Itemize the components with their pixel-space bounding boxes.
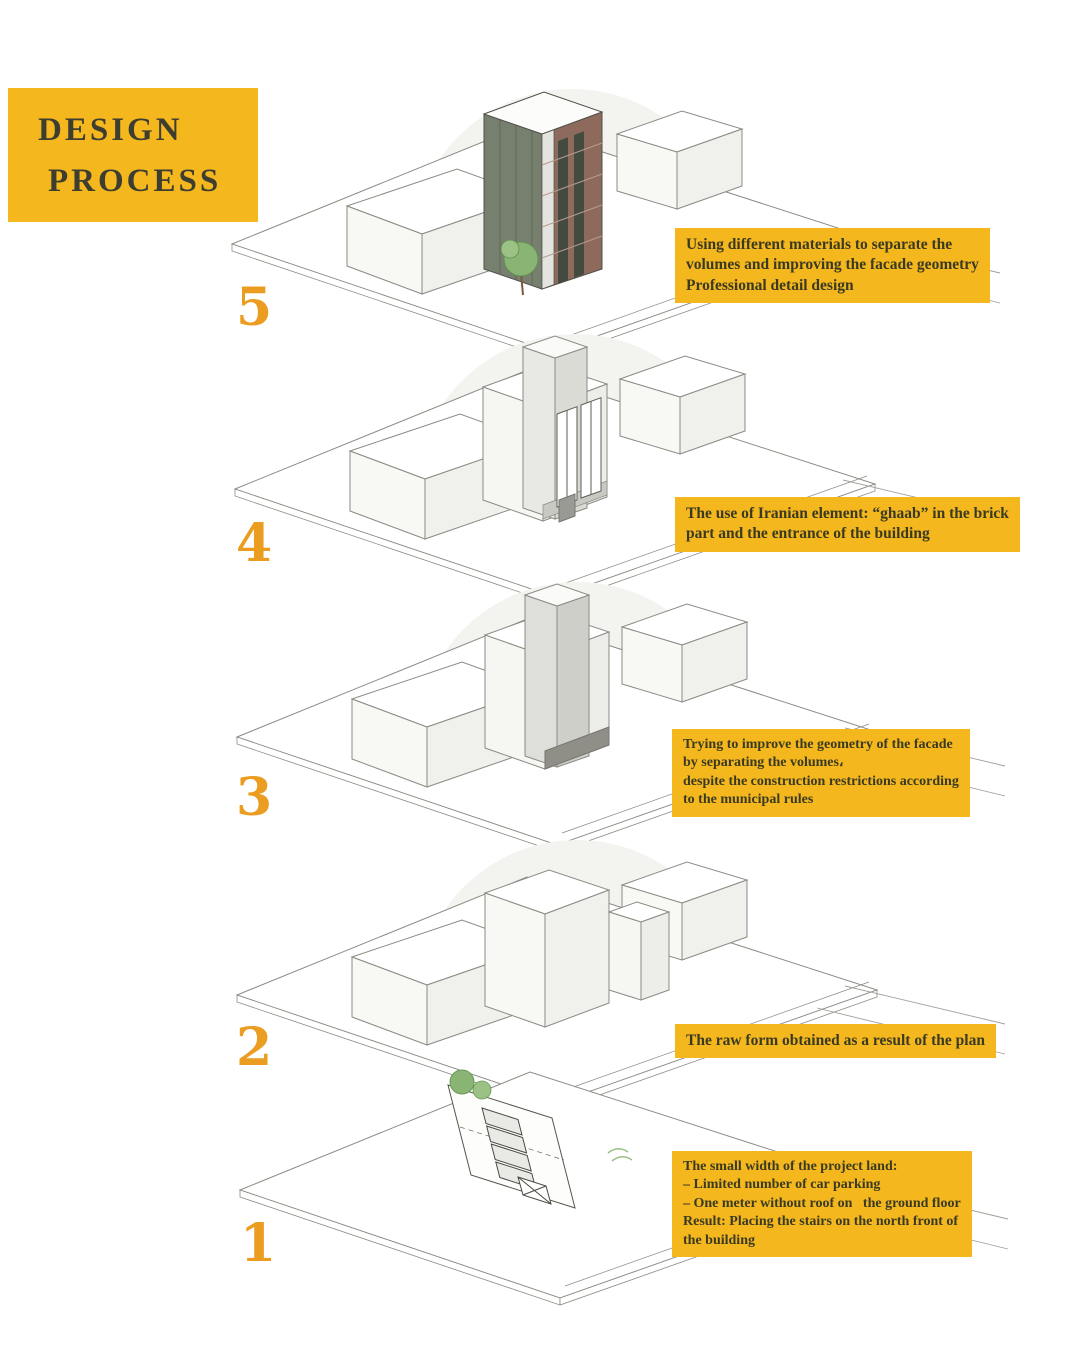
stage-2-caption: The raw form obtained as a result of the… bbox=[675, 1024, 996, 1059]
stage-1-caption: The small width of the project land: – L… bbox=[672, 1151, 972, 1258]
right-building bbox=[622, 604, 747, 702]
stage-1-number: 1 bbox=[240, 1213, 277, 1274]
tree-icon bbox=[450, 1070, 491, 1099]
leader-line bbox=[845, 986, 1005, 1024]
main-building-raw bbox=[485, 870, 669, 1027]
title-box: DESIGN PROCESS bbox=[8, 88, 258, 222]
main-building-final bbox=[484, 92, 602, 289]
stage-4-caption: The use of Iranian element: “ghaab” in t… bbox=[675, 497, 1020, 552]
stage-4-illustration bbox=[225, 334, 1005, 609]
stage-2-number: 2 bbox=[236, 1017, 273, 1078]
right-building bbox=[617, 111, 742, 209]
stage-4-number: 4 bbox=[236, 513, 273, 574]
tree-icon bbox=[501, 240, 538, 295]
main-building-ghaab bbox=[483, 336, 607, 522]
stage-5-caption: Using different materials to separate th… bbox=[675, 228, 990, 304]
project-plot-plan bbox=[448, 1070, 632, 1208]
page-title-line-2: PROCESS bbox=[48, 163, 222, 199]
shrub-icon bbox=[608, 1149, 632, 1161]
stage-5-illustration bbox=[222, 89, 1002, 364]
stage-3-number: 3 bbox=[236, 767, 273, 828]
main-building-volumes bbox=[485, 584, 609, 769]
stage-5-number: 5 bbox=[236, 277, 273, 338]
stage-3-caption: Trying to improve the geometry of the fa… bbox=[672, 729, 970, 817]
right-building bbox=[620, 356, 745, 454]
stairs-marker bbox=[518, 1177, 551, 1204]
page-title-line-1: DESIGN bbox=[38, 112, 183, 148]
